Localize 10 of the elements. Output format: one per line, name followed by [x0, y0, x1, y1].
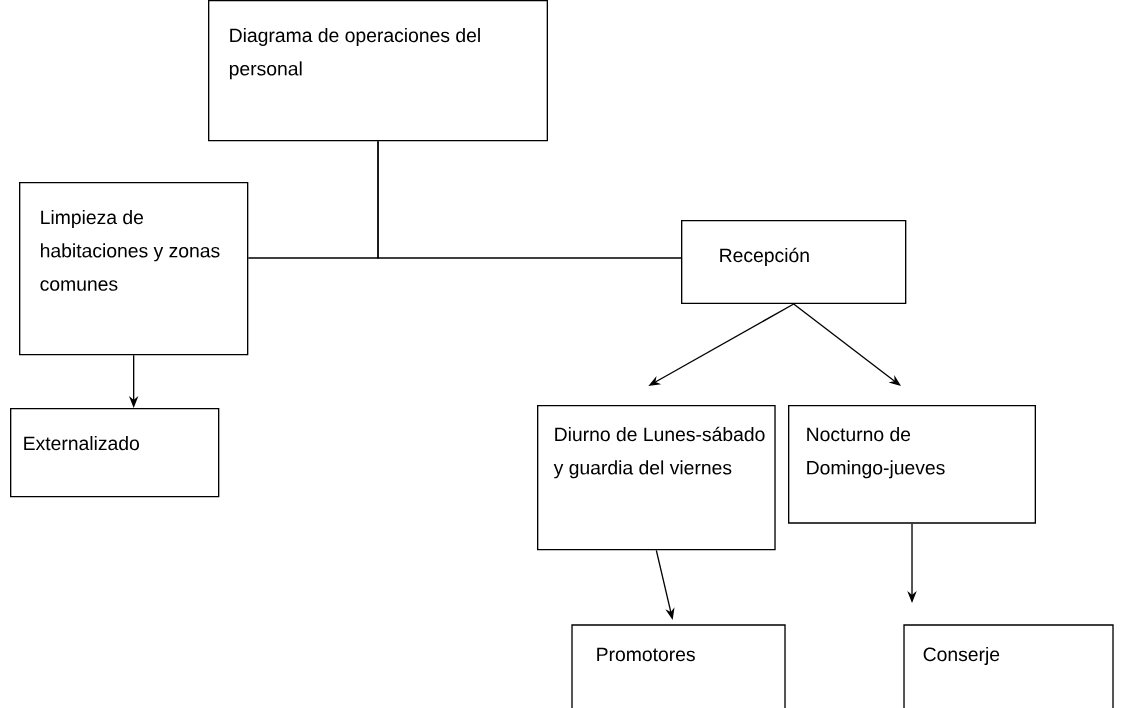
process-box: Externalizado [10, 408, 220, 498]
arrow [793, 303, 901, 386]
process-box: Diagrama de operaciones del personal [208, 0, 548, 142]
process-box: Promotores [571, 624, 786, 708]
process-box: Limpieza de habitaciones y zonas comunes [19, 182, 249, 356]
process-box: Conserje [903, 624, 1114, 708]
process-box: Nocturno de Domingo-jueves [788, 405, 1036, 524]
process-box: Diurno de Lunes-sábado y guardia del viernes [537, 405, 776, 551]
process-box: Recepción [681, 220, 907, 304]
connector-line [377, 140, 682, 259]
